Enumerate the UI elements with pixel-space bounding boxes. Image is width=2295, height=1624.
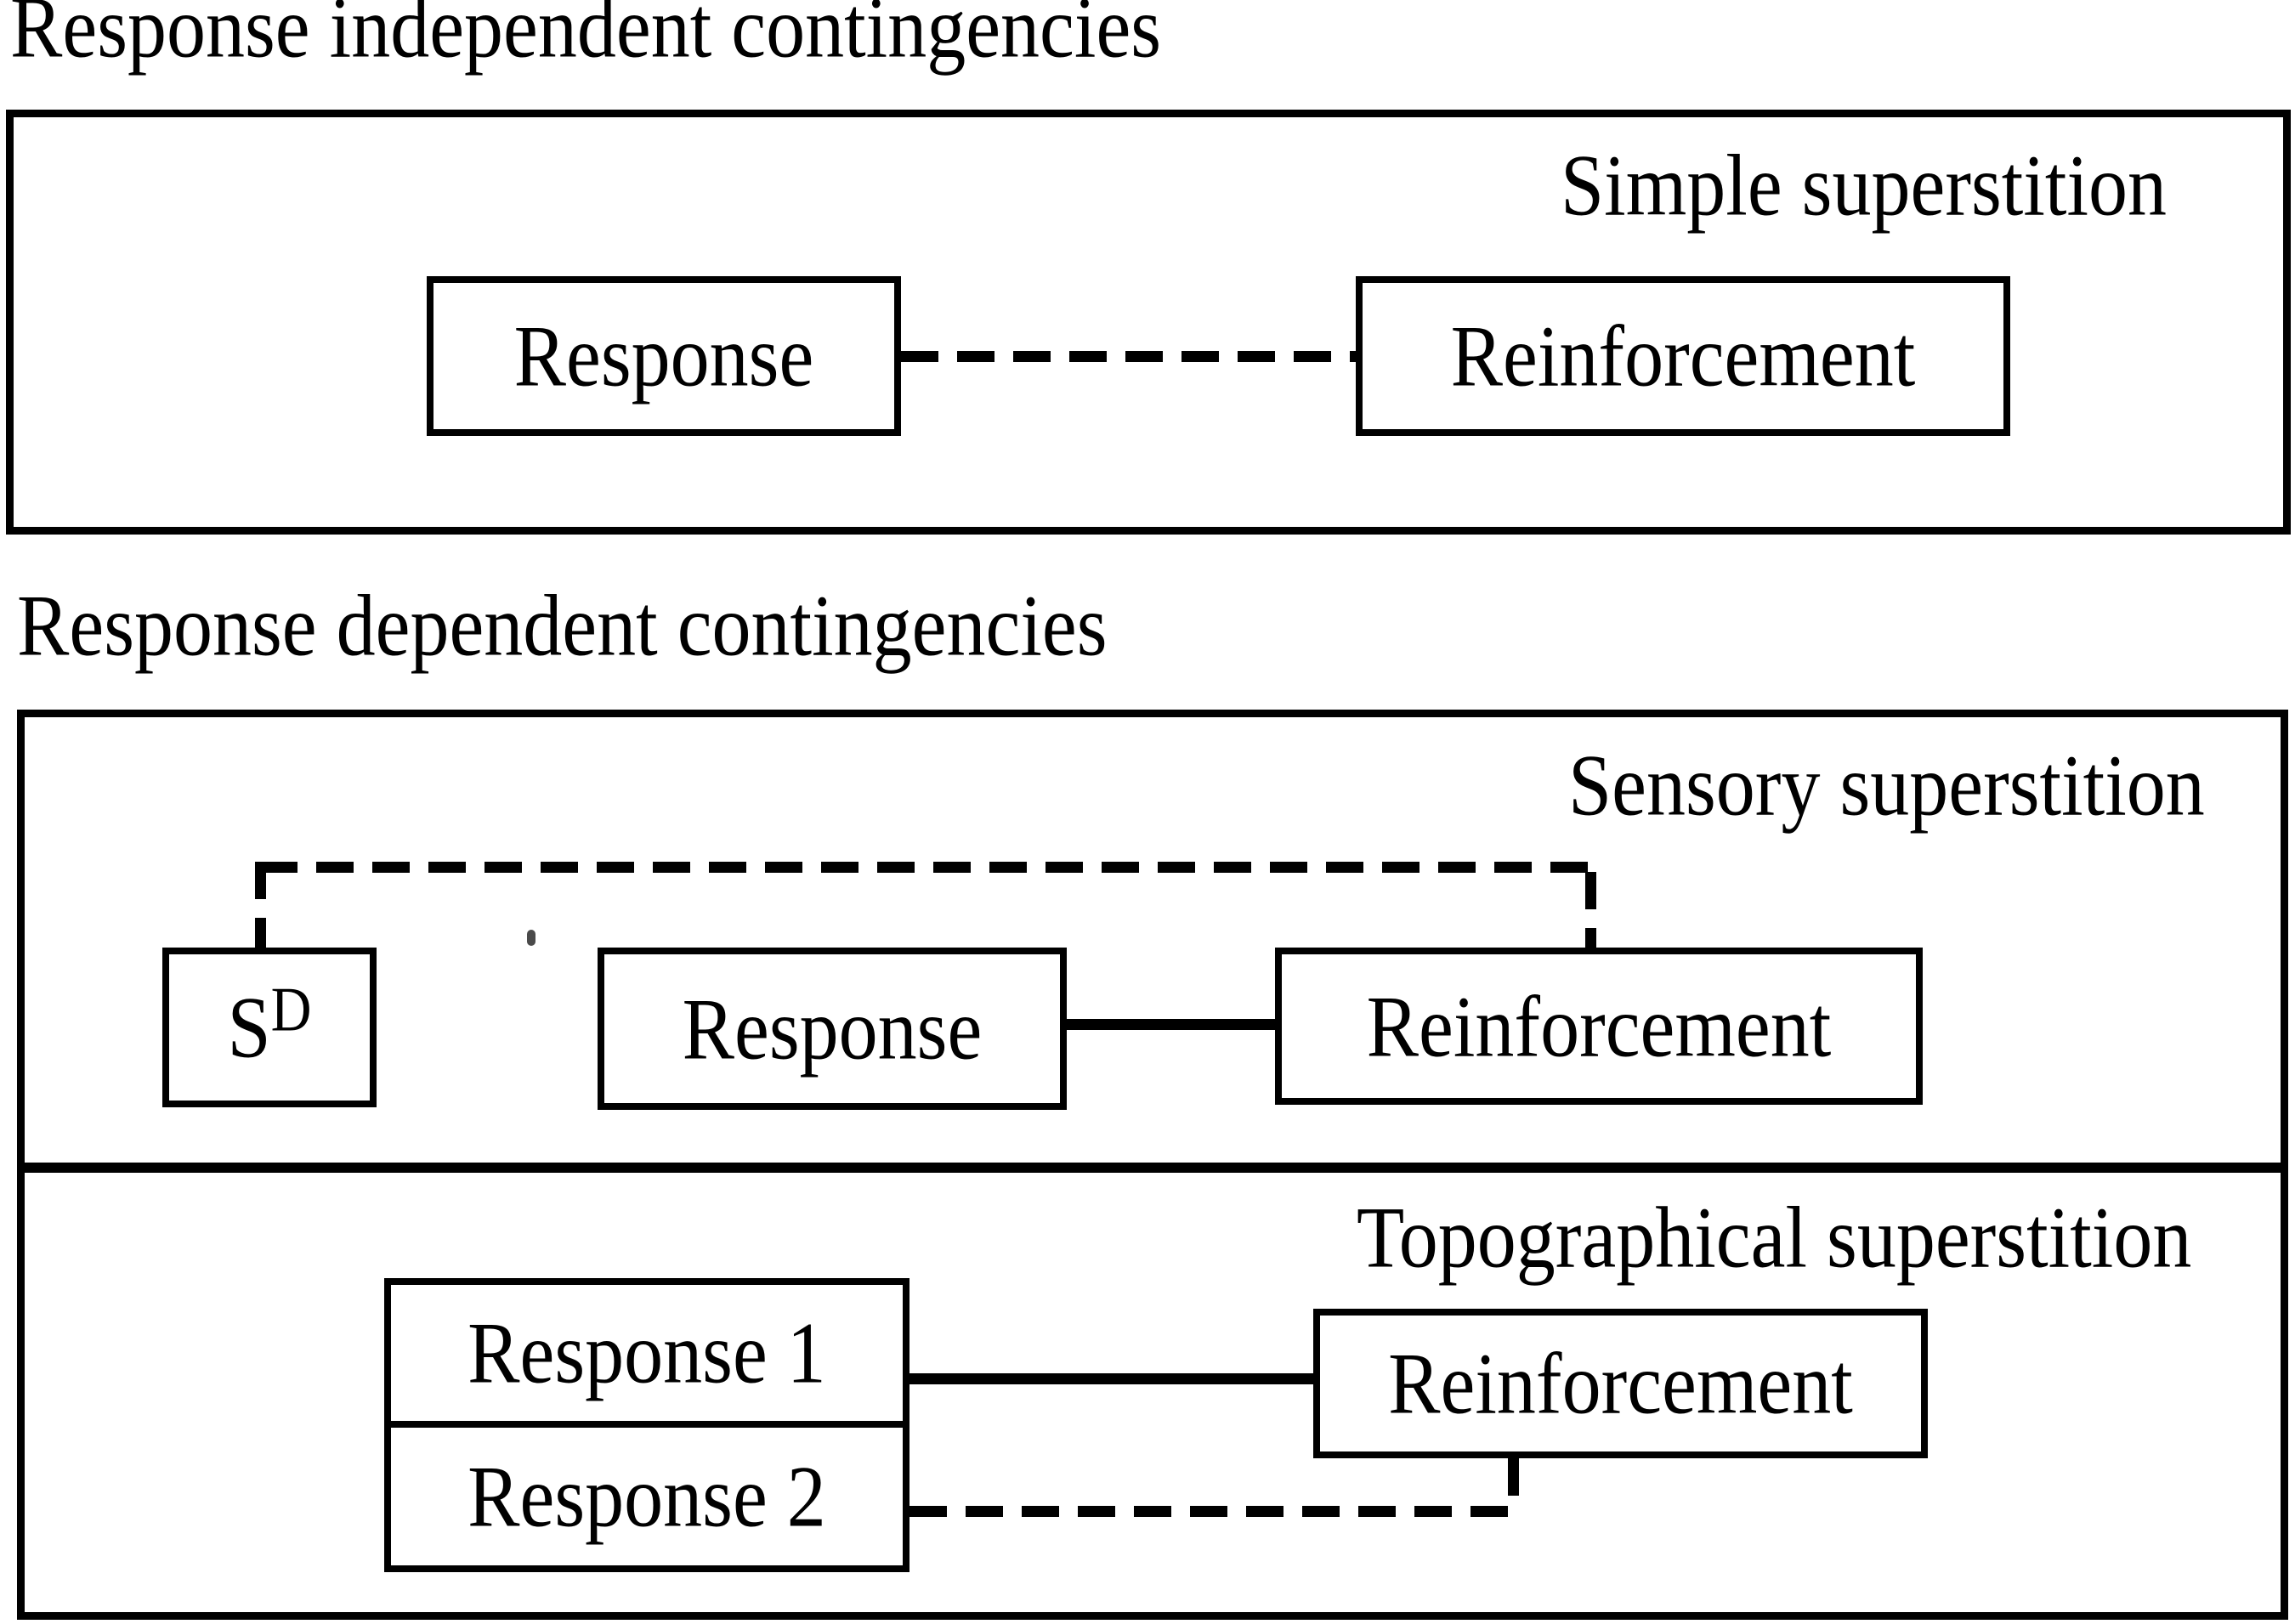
box-reinforcement-sensory: Reinforcement	[1275, 948, 1923, 1105]
box-reinforcement-simple: Reinforcement	[1356, 276, 2010, 436]
box-response-simple: Response	[427, 276, 901, 436]
box-response-sensory-label: Response	[682, 980, 983, 1078]
box-response2-label: Response 2	[468, 1447, 826, 1546]
box-reinforcement-topographical: Reinforcement	[1313, 1309, 1928, 1458]
sd-base: S	[227, 978, 271, 1077]
box-response-simple-label: Response	[513, 307, 814, 405]
dashed-connector-sd-vertical	[255, 862, 266, 948]
sd-superscript: D	[270, 975, 312, 1045]
label-topographical-superstition: Topographical superstition	[1357, 1188, 2192, 1287]
solid-connector-response-reinforcement-sensory	[1067, 1019, 1275, 1030]
dashed-connector-reinforcement-vertical	[1585, 872, 1596, 948]
box-response1: Response 1	[384, 1278, 910, 1428]
dashed-connector-sd-horizontal	[260, 862, 1596, 873]
box-response-sensory: Response	[598, 948, 1067, 1110]
dashed-connector-response-reinforcement-simple	[901, 351, 1356, 362]
box-reinforcement-topographical-label: Reinforcement	[1388, 1334, 1853, 1433]
box-reinforcement-simple-label: Reinforcement	[1450, 307, 1916, 405]
label-simple-superstition: Simple superstition	[1561, 136, 2167, 235]
heading-response-dependent: Response dependent contingencies	[17, 576, 1108, 675]
box-sd: SD	[162, 948, 377, 1107]
label-sensory-superstition: Sensory superstition	[1568, 736, 2205, 835]
solid-connector-response1-reinforcement	[910, 1373, 1313, 1384]
stray-mark	[527, 930, 536, 946]
box-response2: Response 2	[384, 1421, 910, 1572]
box-sd-label: SD	[227, 977, 311, 1078]
dashed-connector-response2-horizontal	[910, 1506, 1519, 1517]
panel-section-divider	[17, 1163, 2288, 1173]
box-reinforcement-sensory-label: Reinforcement	[1366, 977, 1832, 1075]
dashed-connector-response2-vertical	[1508, 1458, 1519, 1511]
heading-response-independent: Response independent contingencies	[10, 0, 1162, 76]
box-response1-label: Response 1	[468, 1304, 826, 1402]
